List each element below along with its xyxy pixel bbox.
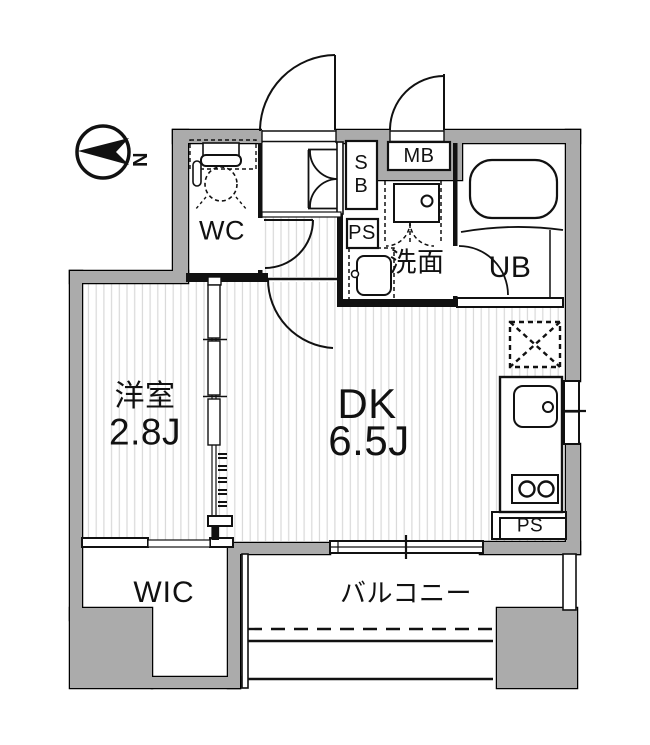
room-label-pipe-space-lower: PS bbox=[516, 515, 544, 537]
interior-walls bbox=[81, 141, 577, 689]
dk-door bbox=[266, 277, 337, 349]
room-label-wic: WIC bbox=[133, 576, 195, 609]
north-label: N bbox=[128, 152, 150, 168]
room-label-unit-bath: UB bbox=[488, 251, 532, 284]
bathtub-icon bbox=[468, 158, 559, 220]
entrance-door bbox=[259, 54, 336, 132]
kitchen-window bbox=[557, 380, 586, 445]
wc-door bbox=[264, 219, 314, 269]
room-size-dk: 6.5J bbox=[328, 417, 410, 464]
room-label-wc: WC bbox=[199, 215, 245, 246]
meter-box bbox=[386, 140, 452, 172]
compass-icon bbox=[75, 124, 131, 180]
toilet-icon bbox=[189, 139, 257, 211]
room-label-meter-box: MB bbox=[403, 145, 435, 167]
room-label-dk: DK bbox=[337, 380, 397, 427]
faucet-icon bbox=[542, 401, 554, 413]
bath-door-arc bbox=[458, 245, 509, 296]
refrigerator-space bbox=[508, 320, 562, 369]
balcony-window bbox=[329, 535, 484, 559]
kitchen-counter bbox=[498, 375, 564, 514]
washing-machine-icon bbox=[348, 247, 395, 304]
meter-box-door bbox=[389, 74, 445, 131]
pipe-space-upper-box bbox=[345, 217, 380, 250]
sliding-partition bbox=[203, 276, 233, 540]
room-label-balcony: バルコニー bbox=[340, 578, 472, 608]
room-label-shoe-box: SB bbox=[350, 152, 372, 198]
entrance-closet-doors bbox=[307, 148, 338, 210]
unit-bath-fixtures bbox=[458, 158, 564, 299]
exterior-door-openings bbox=[261, 128, 445, 145]
north-arrow-icon bbox=[78, 138, 129, 165]
vanity-sink-icon bbox=[384, 181, 442, 247]
room-size-western-room: 2.8J bbox=[109, 411, 181, 453]
room-label-washroom: 洗面 bbox=[389, 247, 445, 278]
wic-opening bbox=[147, 539, 211, 548]
pipe-space-lower-box bbox=[491, 511, 567, 540]
shoe-box bbox=[344, 139, 379, 211]
room-label-pipe-space-upper: PS bbox=[348, 222, 376, 244]
balcony-railing bbox=[248, 627, 493, 681]
room-label-western-room: 洋室 bbox=[114, 380, 176, 413]
kitchen-sink-icon bbox=[513, 385, 558, 428]
